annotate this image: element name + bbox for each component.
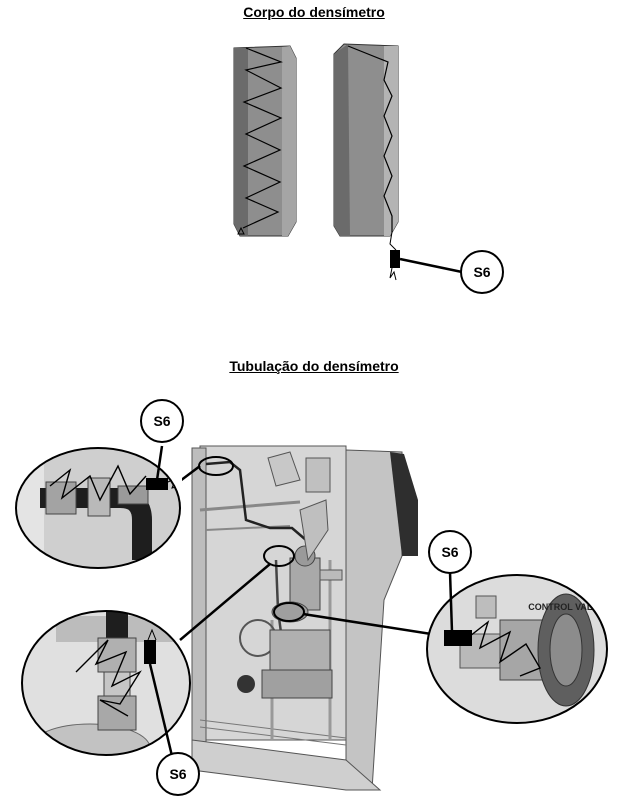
zoom-detail-top-pipe bbox=[15, 447, 182, 569]
callout-label-2: S6 bbox=[153, 413, 170, 429]
zoom-leader-right bbox=[302, 612, 445, 638]
callout-leader-1 bbox=[399, 257, 463, 274]
zoom-detail-valve: CONTROL VALVE bbox=[426, 574, 608, 724]
connector-s6-right bbox=[444, 630, 472, 646]
callout-leader-3 bbox=[148, 663, 174, 757]
callout-label-4: S6 bbox=[441, 544, 458, 560]
hotspot-valve bbox=[273, 602, 305, 622]
callout-circle-1 bbox=[460, 250, 504, 294]
densimeter-body-left bbox=[233, 45, 297, 237]
connector-s6-mid bbox=[144, 640, 156, 664]
callout-label-3: S6 bbox=[169, 766, 186, 782]
sensor-cable-left bbox=[242, 47, 284, 229]
section-title-piping: Tubulação do densímetro bbox=[229, 358, 399, 374]
callout-label-1: S6 bbox=[473, 264, 490, 280]
cabinet-frame bbox=[191, 445, 418, 791]
callout-circle-2 bbox=[140, 399, 184, 443]
hotspot-mid-pipe bbox=[263, 545, 295, 567]
callout-leader-2 bbox=[155, 445, 164, 481]
sensor-cable-right bbox=[347, 45, 393, 232]
connector-s6-left bbox=[146, 478, 168, 490]
zoom-detail-mid-pipe bbox=[21, 610, 191, 756]
sensor-connector bbox=[390, 250, 400, 268]
valve-marking: CONTROL VALVE bbox=[528, 602, 604, 612]
callout-circle-4 bbox=[428, 530, 472, 574]
densimeter-body-right bbox=[333, 43, 400, 281]
section-title-body: Corpo do densímetro bbox=[243, 4, 385, 20]
zoom-leader-mid bbox=[179, 563, 271, 641]
callout-leader-4 bbox=[448, 571, 454, 633]
callout-circle-3 bbox=[156, 752, 200, 796]
